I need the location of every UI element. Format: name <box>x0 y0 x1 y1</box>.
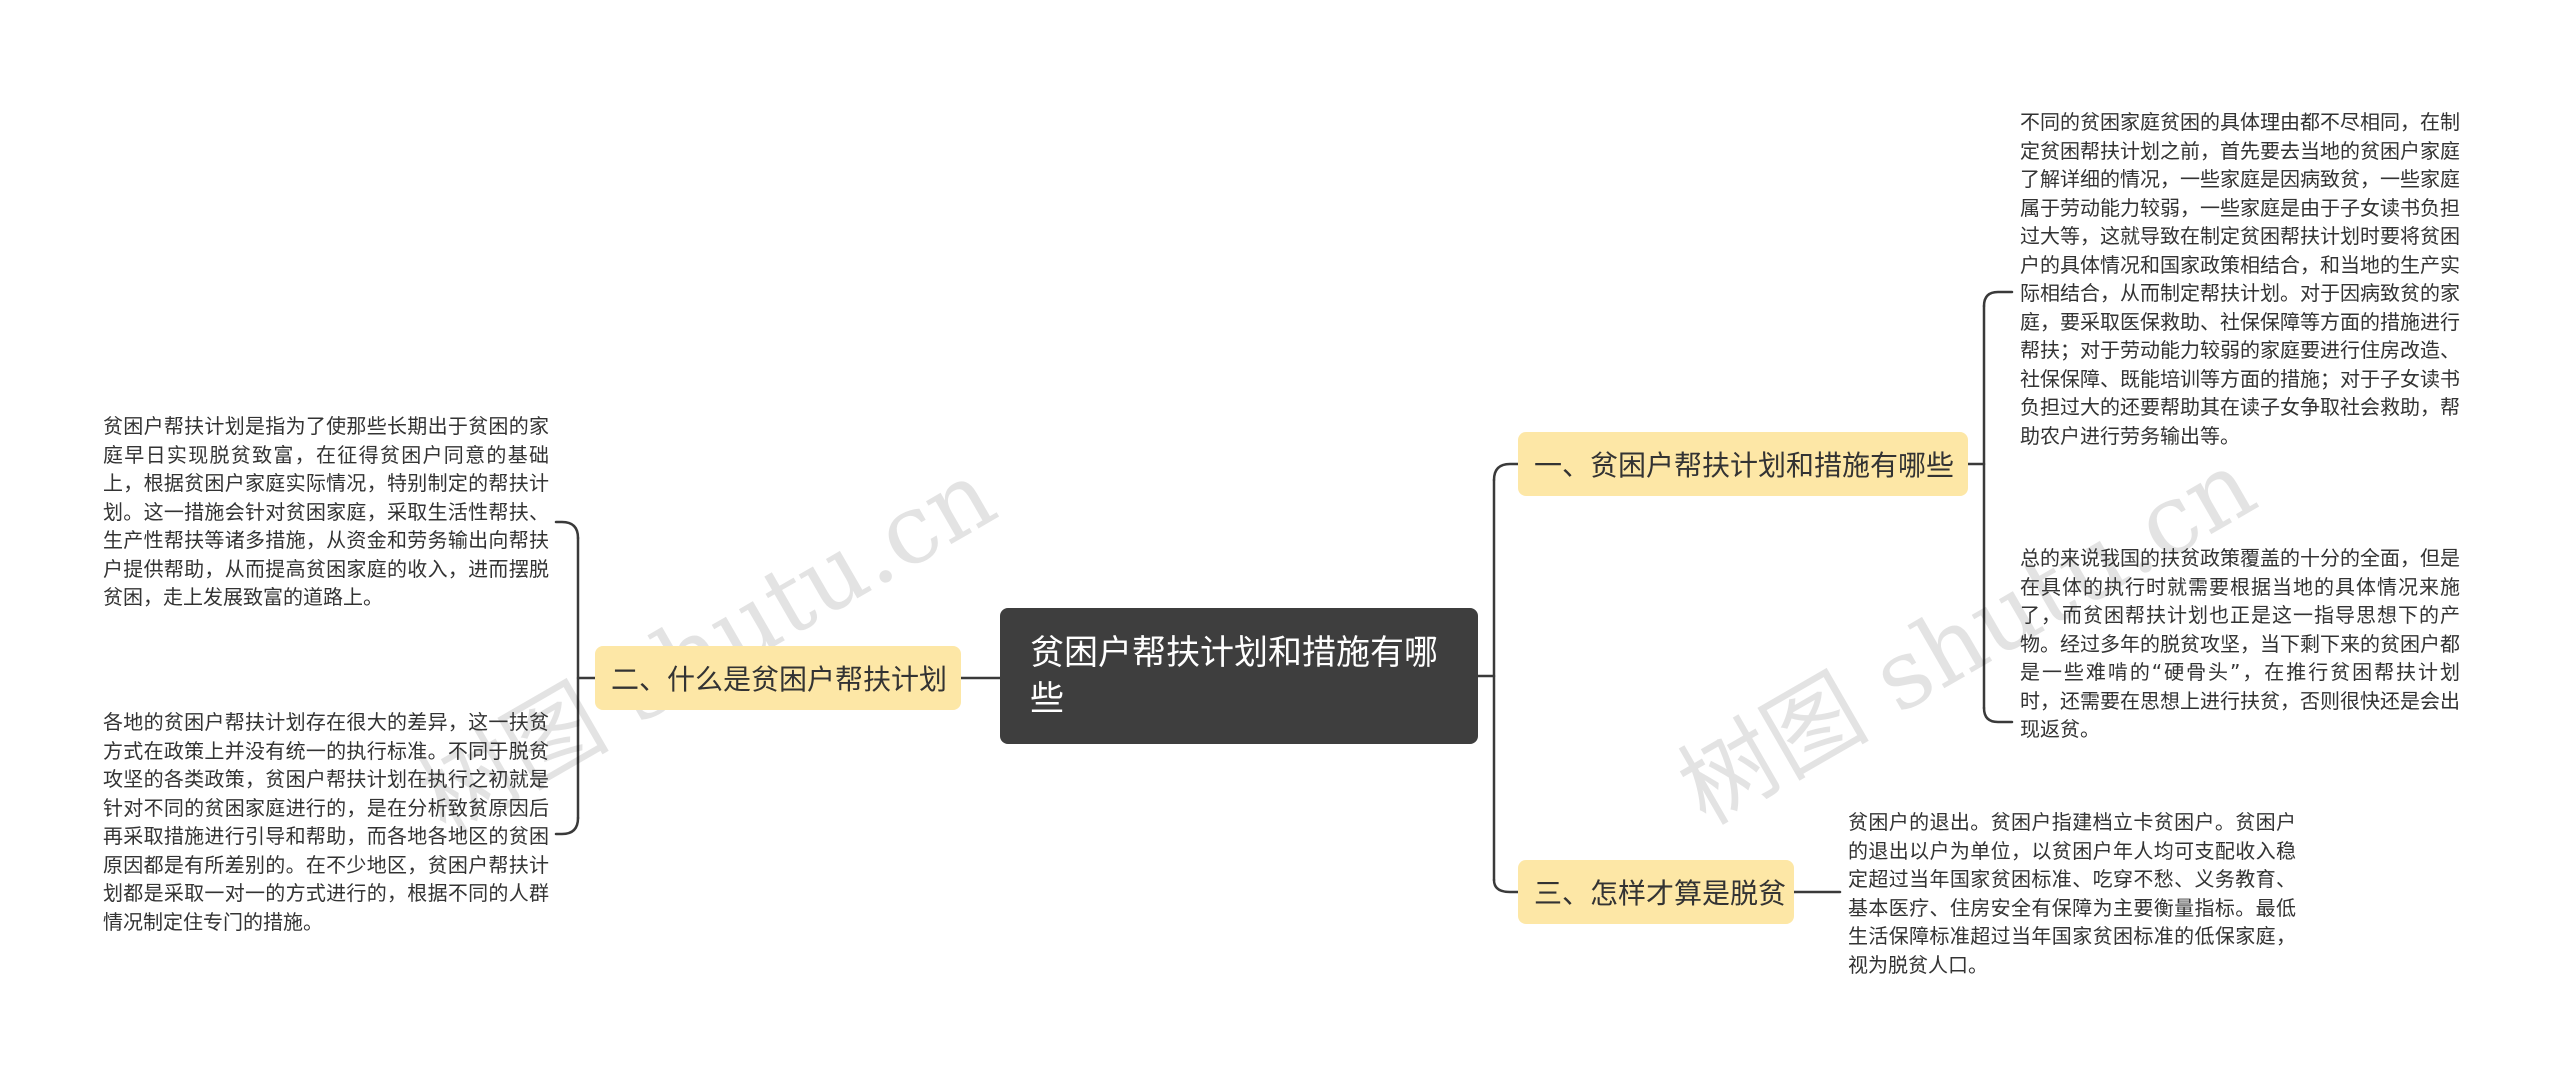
connector-to-leaf-4 <box>554 816 580 836</box>
connector-to-branch-1 <box>1492 462 1520 482</box>
branch-label: 一、贫困户帮扶计划和措施有哪些 <box>1534 449 1955 482</box>
leaf-node-measures-detail[interactable]: 不同的贫困家庭贫困的具体理由都不尽相同，在制定贫困帮扶计划之前，首先要去当地的贫… <box>2020 110 2460 448</box>
branch-label: 三、怎样才算是脱贫 <box>1534 877 1787 910</box>
branch-node-poverty-exit[interactable]: 三、怎样才算是脱贫 <box>1518 860 1794 924</box>
connector-to-leaf-3 <box>554 520 580 540</box>
connector-to-leaf-1 <box>1982 290 2014 308</box>
leaf-node-definition-differences[interactable]: 各地的贫困户帮扶计划存在很大的差异，这一扶贫方式在政策上并没有统一的执行标准。不… <box>103 710 549 934</box>
branch-node-measures[interactable]: 一、贫困户帮扶计划和措施有哪些 <box>1518 432 1968 496</box>
connector-to-leaf-2 <box>1982 706 2014 724</box>
leaf-node-measures-summary[interactable]: 总的来说我国的扶贫政策覆盖的十分的全面，但是在具体的执行时就需要根据当地的具体情… <box>2020 546 2460 741</box>
root-node[interactable]: 贫困户帮扶计划和措施有哪些 <box>1000 608 1478 744</box>
connector-to-branch-3 <box>1492 878 1520 894</box>
root-title: 贫困户帮扶计划和措施有哪些 <box>1030 633 1438 719</box>
branch-label: 二、什么是贫困户帮扶计划 <box>611 663 948 696</box>
leaf-node-definition-detail[interactable]: 贫困户帮扶计划是指为了使那些长期出于贫困的家庭早日实现脱贫致富，在征得贫困户同意… <box>103 414 549 609</box>
leaf-node-exit-criteria[interactable]: 贫困户的退出。贫困户指建档立卡贫困户。贫困户的退出以户为单位，以贫困户年人均可支… <box>1848 810 2296 977</box>
branch-node-definition[interactable]: 二、什么是贫困户帮扶计划 <box>595 646 961 710</box>
